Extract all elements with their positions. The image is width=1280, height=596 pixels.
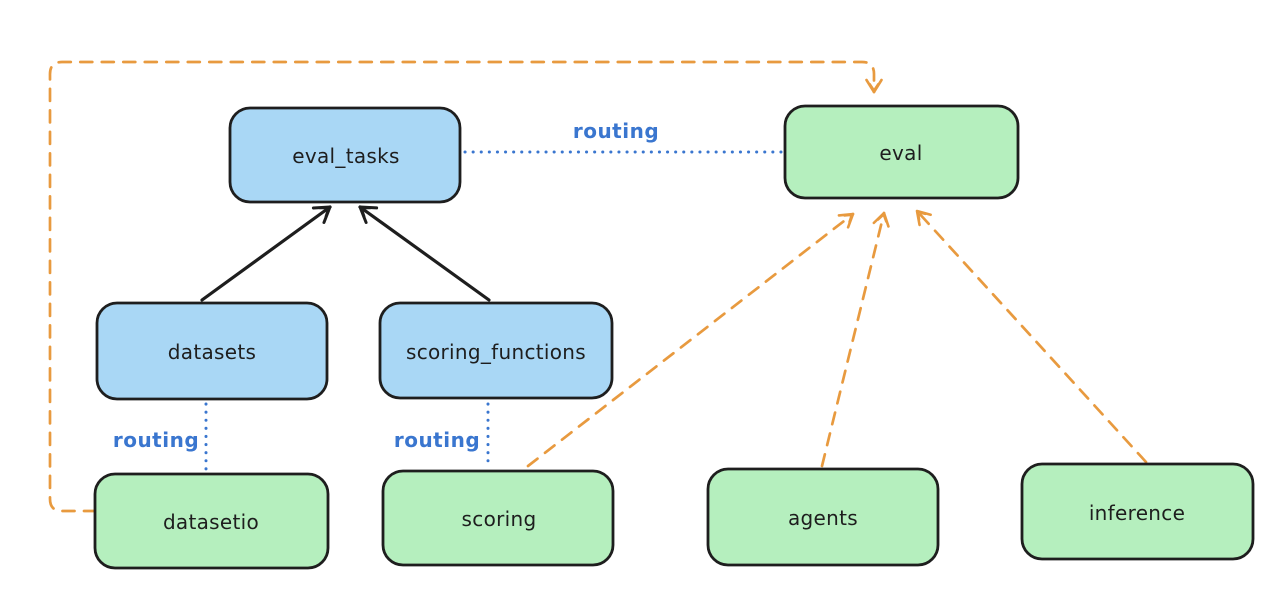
node-inference-box — [1020, 462, 1255, 561]
node-eval-tasks-box — [228, 106, 462, 204]
node-scoring-functions-label: scoring_functions — [406, 340, 586, 364]
routing-label-scoring-functions: routing — [394, 428, 480, 452]
node-agents-box — [706, 467, 940, 567]
node-agents: agents — [706, 467, 940, 567]
node-eval: eval — [783, 104, 1020, 200]
node-eval-label: eval — [879, 141, 922, 165]
edge-agents-to-eval — [820, 211, 890, 468]
routing-label-datasets: routing — [113, 428, 199, 452]
node-inference-label: inference — [1089, 501, 1185, 525]
routing-label-top: routing — [573, 119, 659, 143]
edge-datasetio-to-eval — [48, 60, 883, 513]
node-scoring-functions-box — [378, 301, 614, 400]
node-datasets-box — [95, 301, 329, 401]
node-datasetio-box — [93, 472, 330, 570]
node-datasets-label: datasets — [168, 340, 256, 364]
node-datasetio: datasetio — [93, 472, 330, 570]
edge-inference-to-eval — [915, 209, 1148, 464]
node-datasets: datasets — [95, 301, 329, 401]
edge-scoring-to-eval — [526, 212, 855, 468]
node-inference: inference — [1020, 462, 1255, 561]
edge-datasets-to-eval-tasks — [200, 205, 332, 302]
node-eval-tasks: eval_tasks — [228, 106, 462, 204]
node-datasetio-label: datasetio — [163, 510, 259, 534]
node-scoring-box — [381, 469, 615, 567]
node-scoring: scoring — [381, 469, 615, 567]
node-eval-box — [783, 104, 1020, 200]
node-scoring-label: scoring — [462, 507, 537, 531]
node-scoring-functions: scoring_functions — [378, 301, 614, 400]
node-eval-tasks-label: eval_tasks — [292, 144, 399, 168]
node-agents-label: agents — [788, 506, 858, 530]
edge-scoring-functions-to-eval-tasks — [358, 205, 491, 302]
